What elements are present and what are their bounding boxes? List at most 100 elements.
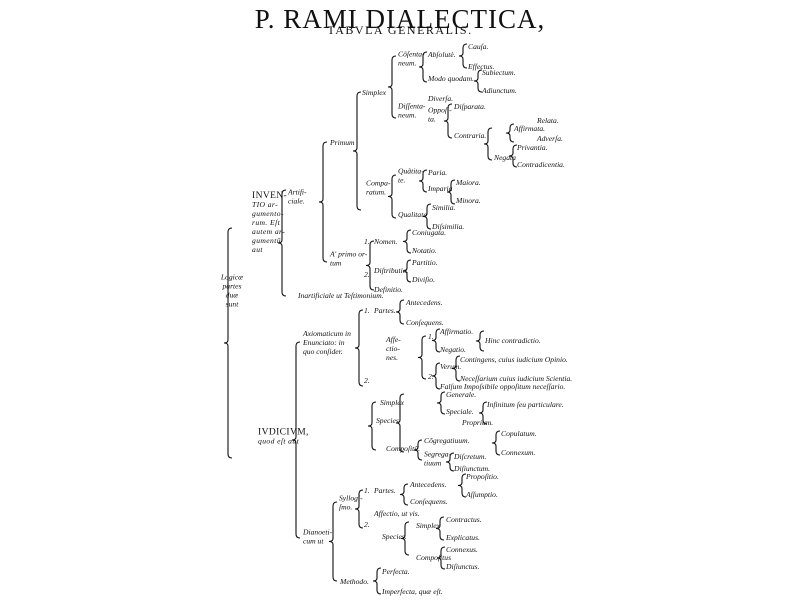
node-negatio: Negatio.	[439, 345, 466, 354]
node-imparia: Imparia	[427, 184, 453, 193]
bracket	[387, 174, 397, 219]
bracket	[457, 473, 467, 498]
node-n1: 1.	[364, 237, 370, 246]
bracket	[354, 309, 364, 387]
bracket	[372, 567, 382, 595]
bracket	[508, 144, 518, 168]
bracket	[505, 123, 515, 143]
bracket	[354, 489, 364, 529]
node-speciale: Speciale.	[446, 407, 474, 416]
node-methodo: Methodo.	[339, 577, 369, 586]
node-definitio: Definitio.	[373, 285, 403, 294]
bracket	[478, 401, 488, 425]
node-a-primo: A' primo or-tum	[329, 250, 368, 268]
bracket	[445, 452, 455, 472]
node-quantitate: Quãtita-te.	[398, 167, 424, 185]
node-affectio: Affectio, ut vis.	[373, 509, 420, 518]
node-imperfecta: Imperfecta, quæ eſt.	[381, 587, 443, 596]
node-consequens1: Conſequens.	[406, 318, 444, 327]
bracket	[223, 227, 233, 459]
bracket-lines	[223, 43, 518, 595]
node-segregativum: Segrega-tiuum	[424, 450, 452, 468]
node-af1: 1.	[428, 332, 434, 341]
node-assumptio: Aſſumptio.	[465, 490, 498, 499]
node-connexus: Connexus.	[446, 545, 478, 554]
bracket	[417, 335, 427, 380]
bracket	[399, 483, 409, 506]
bracket	[418, 51, 428, 83]
node-antecedens2: Antecedens.	[409, 480, 447, 489]
node-negata: Negata	[493, 153, 516, 162]
node-dissimilia: Diſsimilia.	[431, 222, 464, 231]
node-subiectum: Subiectum.	[482, 68, 516, 77]
node-nomen: Nomen.	[373, 237, 398, 246]
node-verum: Verum.	[440, 362, 461, 371]
node-ax1: 1.	[364, 306, 370, 315]
node-af2: 2.	[428, 372, 434, 381]
node-falsum: Falſum Impoſsibile oppoſitum neceſſario.	[439, 382, 565, 391]
node-effectus: Effectus.	[467, 62, 494, 71]
bracket	[402, 229, 412, 254]
node-disiunctum: Diſiunctum.	[453, 464, 490, 473]
node-coniugata: Coniugata.	[412, 228, 446, 237]
node-privantia: Privantia.	[516, 143, 548, 152]
bracket	[277, 189, 287, 297]
node-artificiale: Artifi-ciale.	[287, 188, 307, 206]
diagram-title: P. RAMI DIALECTICA,	[254, 4, 546, 34]
node-causa: Cauſa.	[468, 42, 489, 51]
node-species2: Species.	[382, 532, 407, 541]
node-hinc: Hinc contradictio.	[484, 336, 541, 345]
node-contingens: Contingens, cuius iudicium Opinio.	[460, 355, 568, 364]
node-simplex3: Simplex	[416, 521, 441, 530]
node-similia: Similia.	[432, 203, 456, 212]
node-disparata: Diſparata.	[453, 102, 486, 111]
node-consequens2: Conſequens.	[410, 497, 448, 506]
node-partitio: Partitio.	[411, 258, 438, 267]
node-comparatum: Compa-ratum.	[366, 179, 391, 197]
node-congregativum: Cõgregatiuum.	[424, 436, 470, 445]
node-adiunctum: Adiunctum.	[481, 86, 517, 95]
node-necessarium: Neceſſarium cuius iudicium Scientia.	[459, 374, 572, 383]
bracket	[422, 203, 432, 230]
node-absolute: Abſolutè.	[427, 50, 456, 59]
node-affectiones: Affe-ctio-nes.	[385, 335, 401, 362]
node-partes2: Partes.	[373, 486, 396, 495]
node-simplex2: Simplex	[380, 398, 405, 407]
node-inartificiale: Inartificiale ut Teſtimonium.	[297, 291, 384, 300]
bracket	[446, 179, 456, 205]
bracket	[473, 69, 483, 93]
node-opposita: Oppoſi-ta.	[428, 106, 452, 124]
node-dissentaneum: Diſſenta-neum.	[397, 102, 426, 120]
bracket	[435, 516, 445, 541]
node-modo-quodam: Modo quodam.	[427, 74, 474, 83]
node-qualitate: Qualitate	[398, 210, 427, 219]
node-partes1: Partes.	[373, 306, 396, 315]
node-discretum: Diſcretum.	[453, 452, 487, 461]
bracket	[318, 141, 328, 263]
node-divisio: Diviſio.	[411, 275, 435, 284]
node-affirmatio: Affirmatio.	[439, 327, 473, 336]
node-maiora: Maiora.	[455, 178, 481, 187]
bracket	[367, 401, 377, 451]
node-dianoeticum: Dianoeti-cum ut	[302, 528, 333, 546]
node-notatio: Notatio.	[411, 246, 437, 255]
bracket	[365, 240, 375, 291]
bracket	[400, 521, 410, 556]
bracket	[483, 127, 493, 161]
node-sy2: 2.	[364, 520, 370, 529]
node-affirmata: Affirmata.	[513, 124, 545, 133]
node-distributio: Diſtributio.	[373, 266, 408, 275]
node-contraria: Contraria.	[454, 131, 486, 140]
node-simplex1: Simplex	[362, 88, 387, 97]
node-contradicentia: Contradicentia.	[517, 160, 565, 169]
bracket	[395, 393, 405, 453]
node-n2: 2.	[364, 270, 370, 279]
bracket	[402, 259, 412, 283]
bracket	[352, 91, 362, 211]
diagram-subtitle: TABVLA GENERALIS.	[327, 23, 473, 37]
bracket	[395, 299, 405, 325]
